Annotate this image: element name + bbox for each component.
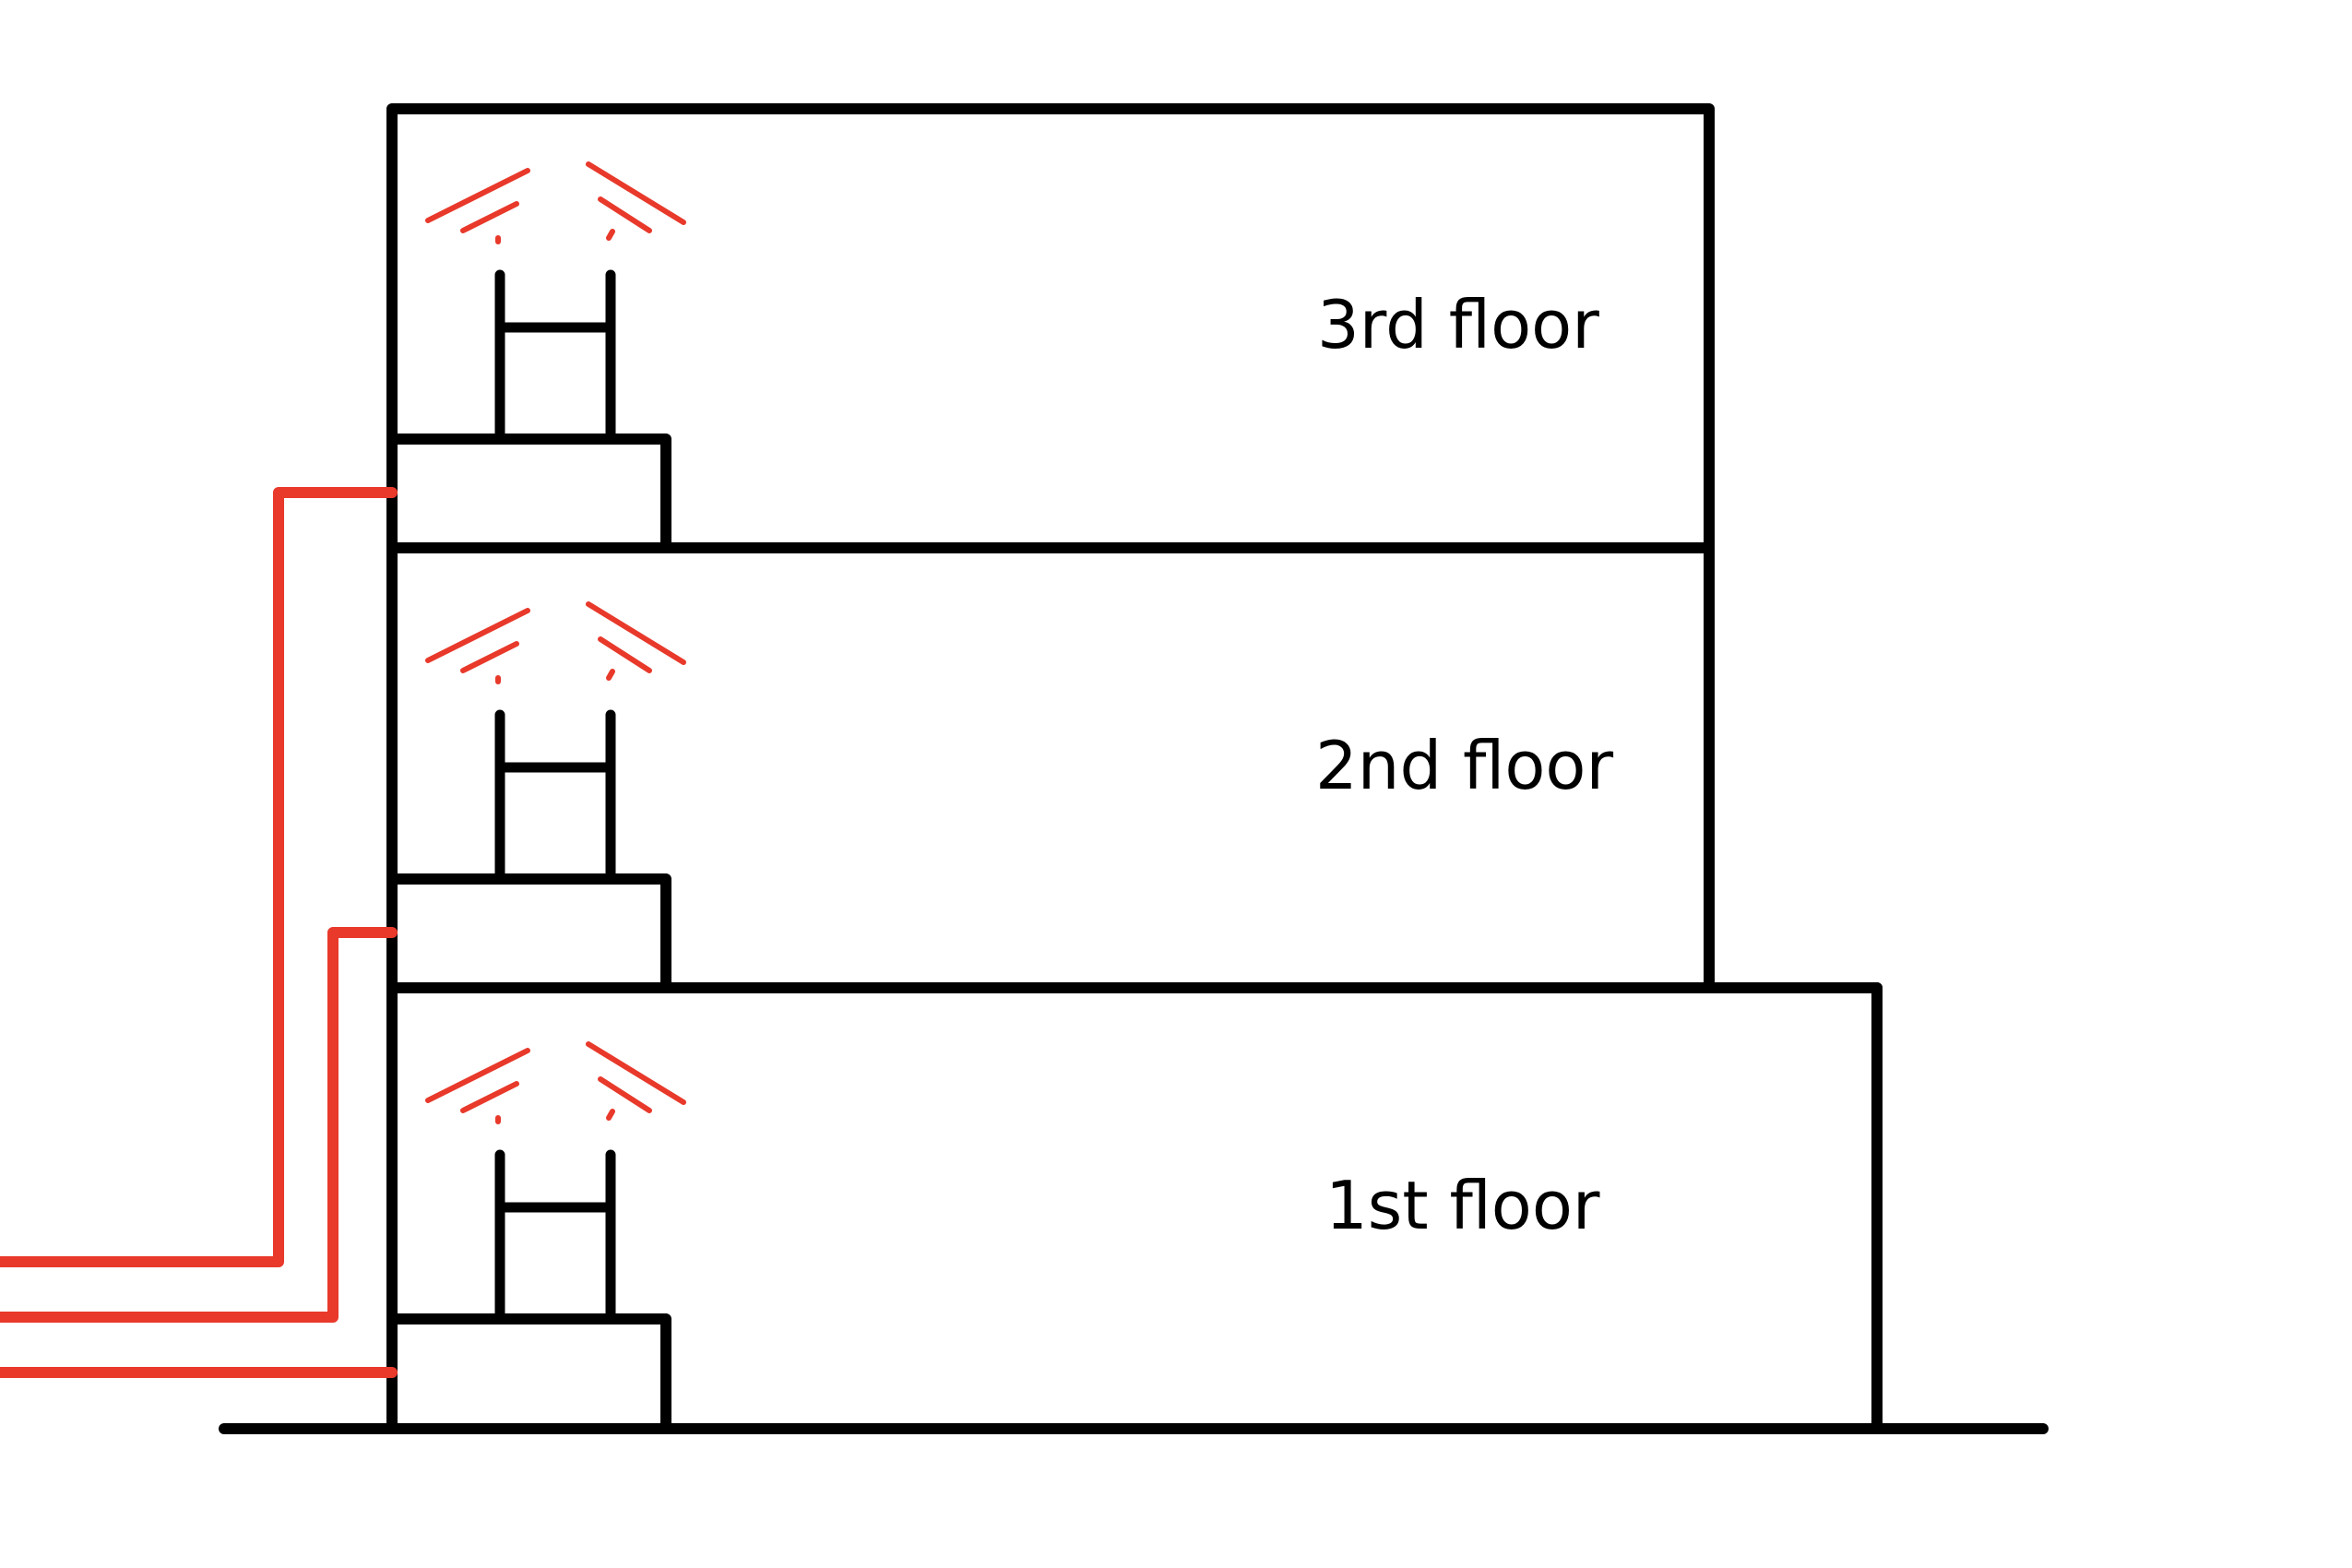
wifi-router-icon — [392, 164, 683, 548]
cable-to-floor-3 — [0, 487, 398, 1267]
building-outline-ground — [1704, 982, 1883, 1431]
building-structure — [219, 103, 2049, 1434]
access-point-floor-1 — [392, 1044, 683, 1428]
network-cables — [0, 487, 398, 1378]
cable-to-floor-2 — [0, 927, 398, 1323]
wifi-router-icon — [392, 604, 683, 988]
floor-label-1: 1st floor — [1325, 1167, 1600, 1244]
floor-label-2: 2nd floor — [1315, 727, 1613, 804]
wifi-router-icon — [392, 1044, 683, 1428]
floor-label-3: 3rd floor — [1317, 286, 1599, 363]
access-point-floor-3 — [392, 164, 683, 548]
access-point-floor-2 — [392, 604, 683, 988]
